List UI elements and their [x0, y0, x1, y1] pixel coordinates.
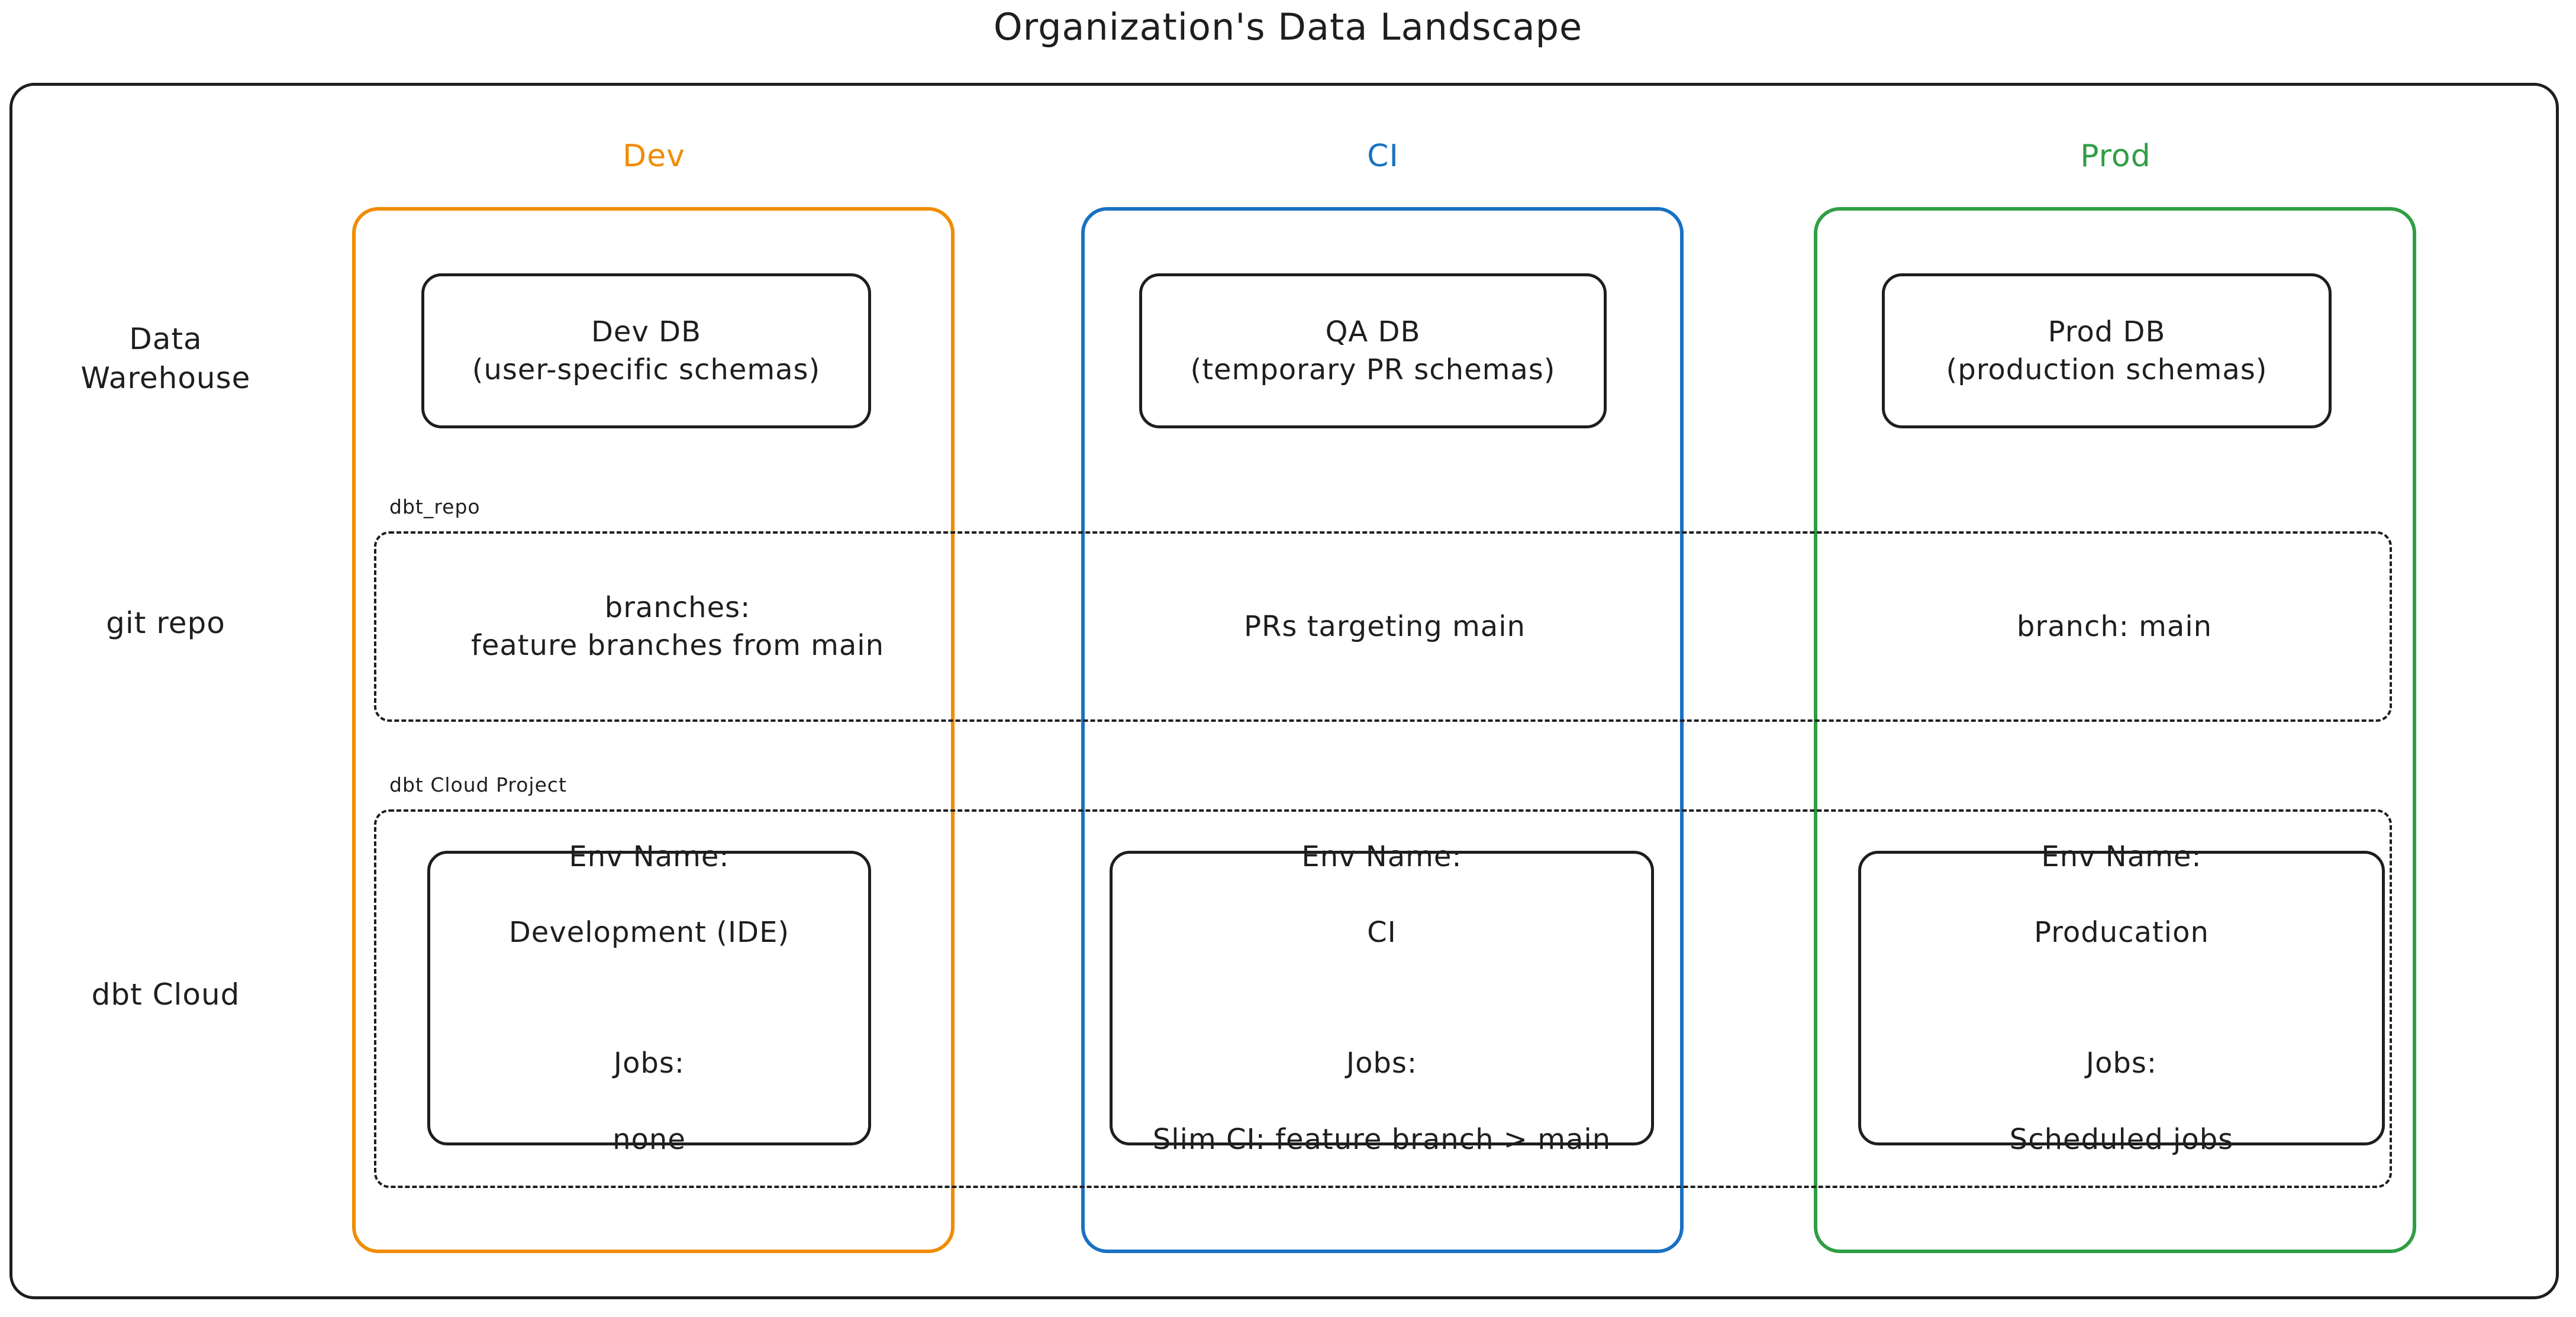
env-name-value-ci: CI	[1367, 916, 1397, 950]
jobs-label-prod: Jobs:	[2085, 1047, 2158, 1080]
card-data-warehouse-ci[interactable]: QA DB (temporary PR schemas)	[1139, 273, 1607, 428]
jobs-label-ci: Jobs:	[1346, 1047, 1418, 1080]
column-header-ci: CI	[1367, 138, 1399, 174]
spacer	[1153, 990, 1611, 1006]
cell-git-repo-dev: branches: feature branches from main	[379, 550, 976, 703]
env-name-label-prod: Env Name:	[2041, 840, 2202, 873]
column-header-dev: Dev	[623, 138, 685, 174]
env-name-label-ci: Env Name:	[1301, 840, 1462, 873]
env-column-prod	[1814, 207, 2416, 1253]
card-dbt-cloud-prod[interactable]: Env Name: Producation Jobs: Scheduled jo…	[1858, 840, 2385, 1156]
card-data-warehouse-dev-text: Dev DB (user-specific schemas)	[472, 315, 821, 386]
card-dbt-cloud-prod-text: Env Name: Producation Jobs: Scheduled jo…	[1999, 799, 2244, 1196]
cell-git-repo-ci: PRs targeting main	[1083, 550, 1687, 703]
card-data-warehouse-ci-text: QA DB (temporary PR schemas)	[1190, 315, 1556, 386]
card-dbt-cloud-dev-text: Env Name: Development (IDE) Jobs: none	[498, 799, 800, 1196]
jobs-value-dev: none	[612, 1122, 686, 1156]
row-label-data-warehouse: Data Warehouse	[80, 322, 251, 395]
spacer	[509, 990, 789, 1006]
card-data-warehouse-dev[interactable]: Dev DB (user-specific schemas)	[421, 273, 871, 428]
cell-git-repo-prod: branch: main	[1816, 550, 2413, 703]
page-title: Organization's Data Landscape	[993, 5, 1583, 49]
card-dbt-cloud-ci-text: Env Name: CI Jobs: Slim CI: feature bran…	[1142, 799, 1621, 1196]
env-name-value-prod: Producation	[2034, 916, 2209, 950]
jobs-value-ci: Slim CI: feature branch > main	[1152, 1122, 1611, 1156]
env-column-ci	[1081, 207, 1684, 1253]
jobs-value-prod: Scheduled jobs	[2009, 1122, 2234, 1156]
cell-git-repo-ci-text: PRs targeting main	[1244, 609, 1526, 643]
env-name-value-dev: Development (IDE)	[508, 916, 790, 950]
spacer	[2010, 990, 2233, 1006]
env-name-label-dev: Env Name:	[569, 840, 730, 873]
jobs-label-dev: Jobs:	[613, 1047, 685, 1080]
cell-git-repo-prod-text: branch: main	[2016, 609, 2213, 643]
group-dbt-cloud-project: dbt Cloud Project	[374, 775, 2392, 1188]
outer-boundary	[9, 83, 2559, 1299]
card-data-warehouse-prod-text: Prod DB (production schemas)	[1946, 315, 2268, 386]
row-label-dbt-cloud: dbt Cloud	[91, 977, 240, 1012]
env-column-dev	[352, 207, 955, 1253]
column-header-prod: Prod	[2080, 138, 2151, 174]
group-label-dbt-cloud-project: dbt Cloud Project	[389, 773, 567, 796]
card-dbt-cloud-dev[interactable]: Env Name: Development (IDE) Jobs: none	[427, 840, 871, 1156]
card-dbt-cloud-ci[interactable]: Env Name: CI Jobs: Slim CI: feature bran…	[1110, 840, 1654, 1156]
group-label-dbt-repo: dbt_repo	[389, 495, 481, 518]
row-label-git-repo: git repo	[106, 606, 225, 640]
cell-git-repo-dev-text: branches: feature branches from main	[470, 590, 885, 662]
card-data-warehouse-prod[interactable]: Prod DB (production schemas)	[1882, 273, 2332, 428]
group-dbt-repo: dbt_repo	[374, 497, 2392, 722]
